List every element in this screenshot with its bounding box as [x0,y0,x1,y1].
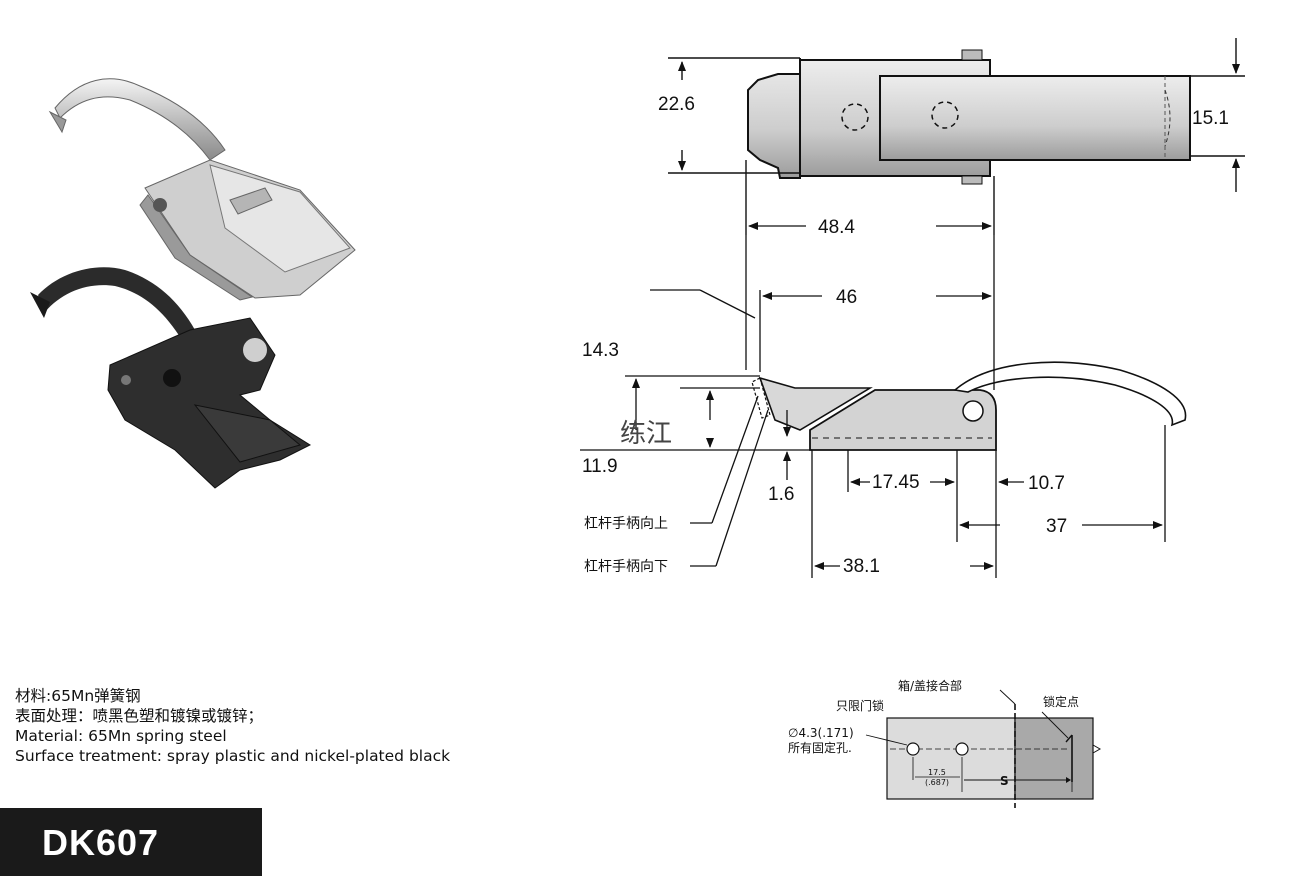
label-lock-point: 锁定点 [1043,694,1079,709]
spec-line-material-cn: 材料:65Mn弹簧钢 [15,687,141,705]
label-hole-dia: ∅4.3(.171) [788,726,854,740]
spec-text: 材料:65Mn弹簧钢 表面处理：喷黑色塑和镀镍或镀锌； Material: 65… [15,686,450,766]
dim-17-45: 17.45 [872,472,920,493]
label-lever-down: 杠杆手柄向下 [584,559,668,575]
spec-line-surface-en: Surface treatment: spray plastic and nic… [15,747,451,765]
model-number: DK607 [42,822,160,863]
spec-line-material-en: Material: 65Mn spring steel [15,727,227,745]
dim-38-1: 38.1 [843,556,880,577]
dim-1-6: 1.6 [768,484,794,505]
side-view [751,361,1187,451]
dim-14-3: 14.3 [582,340,619,361]
watermark: 练江 [620,419,672,449]
top-view [747,49,1191,185]
dim-11-9: 11.9 [582,456,618,477]
dim-37: 37 [1046,516,1067,537]
label-door-lock-only: 只限门锁 [836,698,884,713]
product-photo-chrome [48,78,356,301]
dim-22-6: 22.6 [658,94,695,115]
spec-line-surface-cn: 表面处理：喷黑色塑和镀镍或镀锌； [15,707,264,725]
dim-48-4: 48.4 [818,217,855,238]
top-view-dimensions [668,38,1245,235]
label-lever-up: 杠杆手柄向上 [584,516,668,532]
product-photo-black [30,267,312,489]
label-s-mark: S [1000,774,1009,788]
dim-15-1: 15.1 [1192,108,1229,129]
label-hole-spacing-in: (.687) [925,778,949,787]
label-box-lid: 箱/盖接合部 [898,678,962,693]
label-hole-spacing: 17.5 [928,768,946,777]
model-banner [0,808,262,876]
dim-10-7: 10.7 [1028,473,1065,494]
mounting-detail [865,689,1102,808]
side-view-dimensions [580,222,1166,578]
label-mount-holes: 所有固定孔. [788,740,852,755]
dim-46: 46 [836,287,857,308]
